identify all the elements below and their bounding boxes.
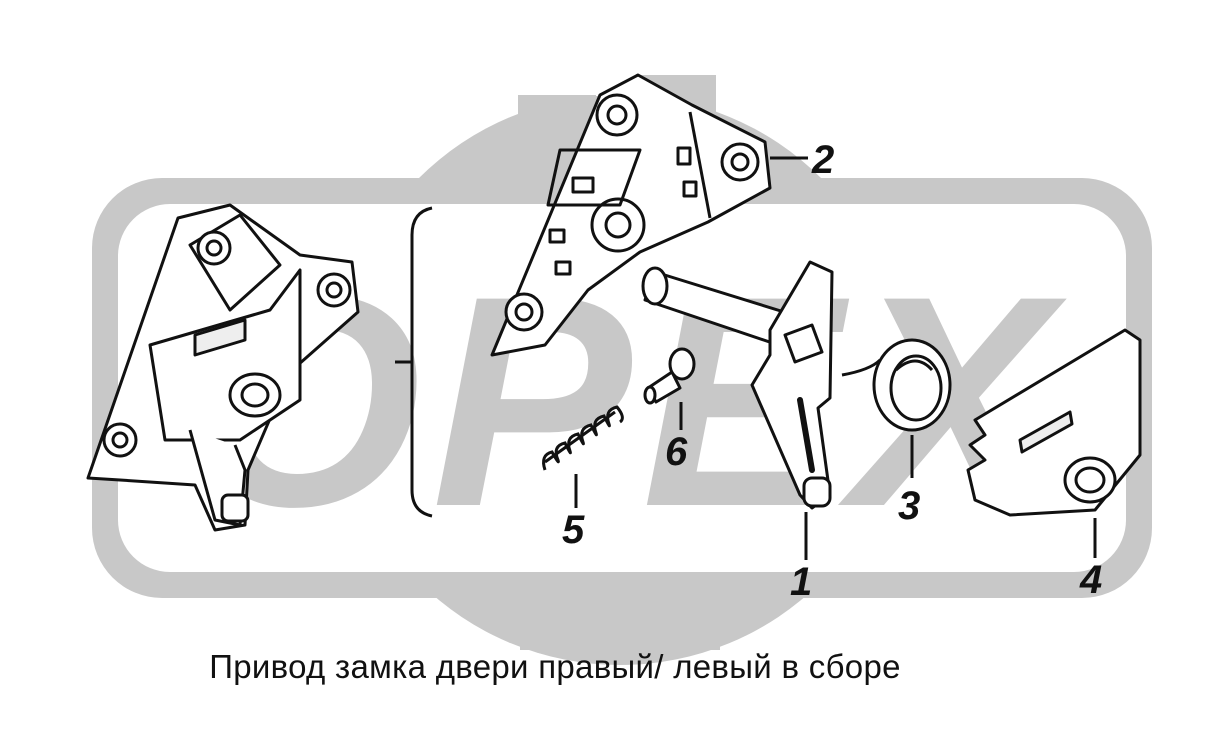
part-5-coil-spring bbox=[542, 405, 624, 471]
callout-2: 2 bbox=[812, 138, 835, 182]
assembled-drive-left bbox=[86, 203, 360, 532]
callout-1: 1 bbox=[790, 560, 813, 604]
leader-lines bbox=[574, 156, 1097, 560]
part-1-lever bbox=[641, 260, 834, 510]
part-2-base-plate bbox=[490, 73, 772, 357]
callout-5: 5 bbox=[562, 508, 585, 552]
part-4-cover bbox=[966, 328, 1142, 517]
part-3-spring-ring bbox=[841, 338, 952, 432]
callout-6: 6 bbox=[665, 430, 688, 474]
watermark-logo: OPEX bbox=[92, 75, 1152, 665]
diagram-caption: Привод замка двери правый/ левый в сборе bbox=[209, 648, 901, 685]
callout-4: 4 bbox=[1080, 558, 1103, 602]
callout-3: 3 bbox=[898, 484, 921, 528]
part-6-pin bbox=[643, 347, 696, 405]
